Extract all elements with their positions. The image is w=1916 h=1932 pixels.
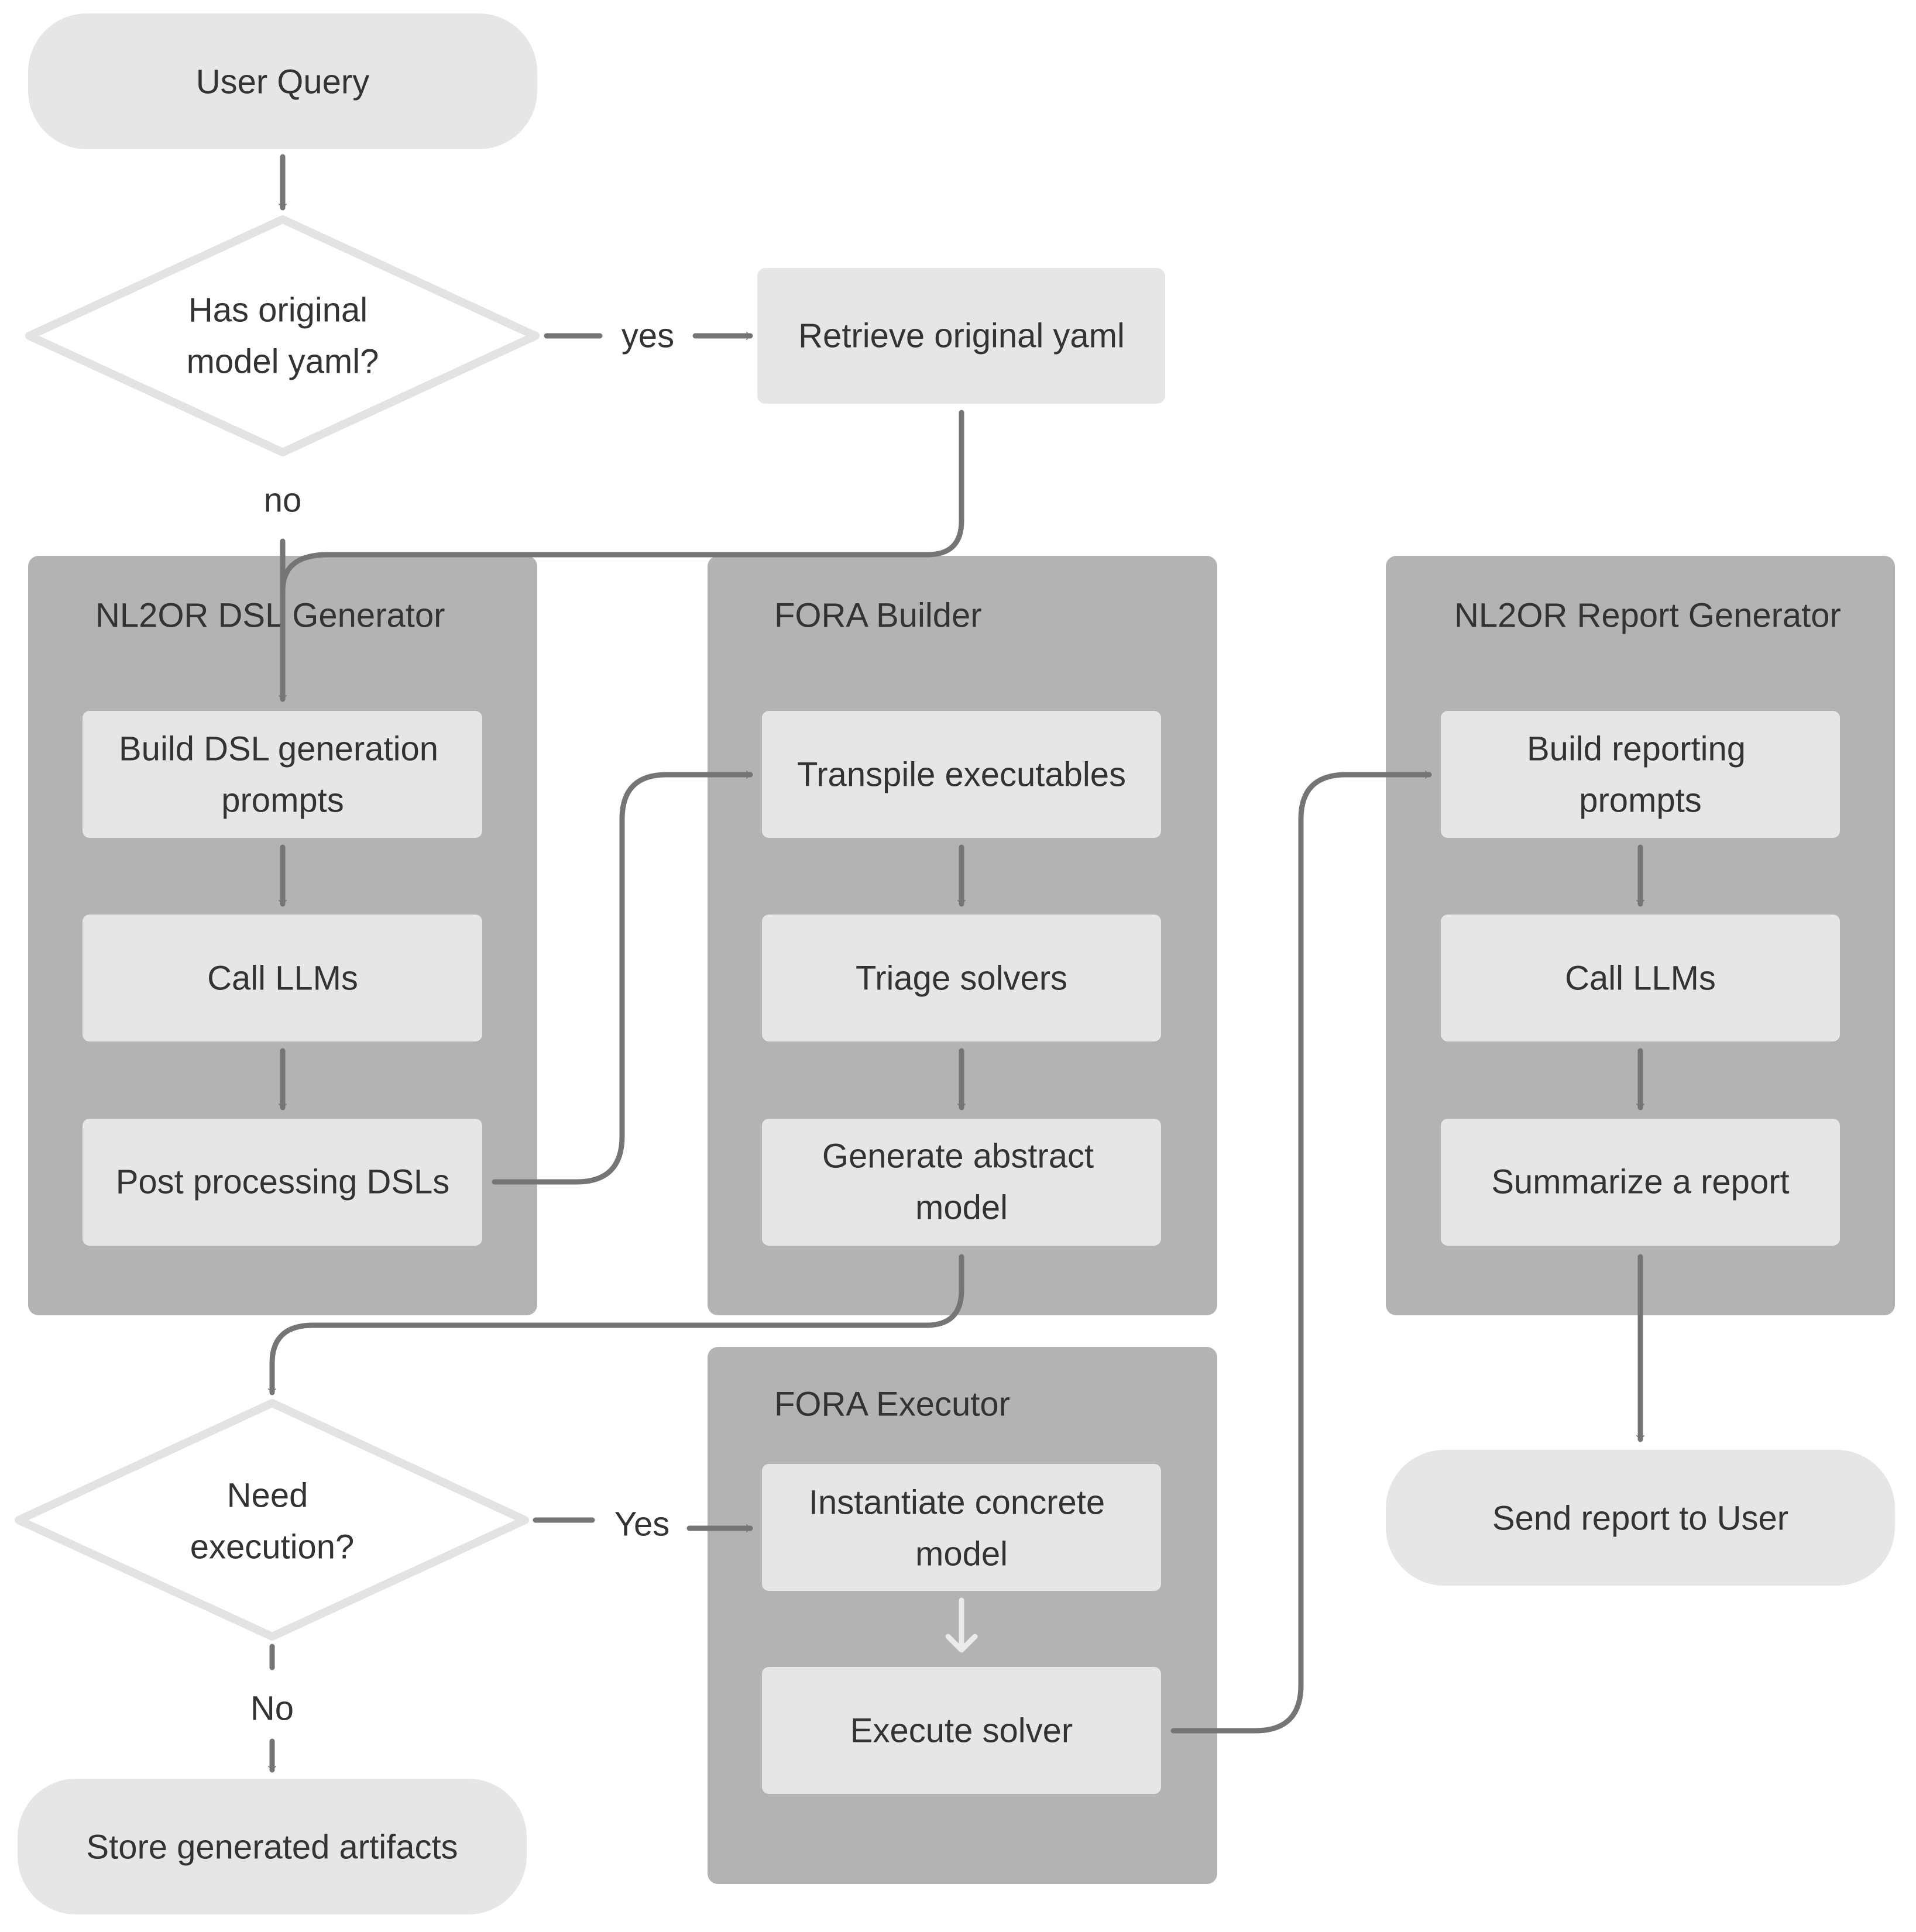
group-title-fora-builder: FORA Builder <box>774 597 982 635</box>
edge-label-No: No <box>250 1690 294 1728</box>
node-summarize-label: Summarize a report <box>1491 1163 1789 1201</box>
node-call-llms-report <box>1441 915 1840 1041</box>
node-instantiate-line2: model <box>915 1535 1008 1573</box>
node-execute-solver-label: Execute solver <box>850 1712 1073 1750</box>
node-user-query <box>28 13 537 149</box>
node-post-processing <box>83 1119 482 1246</box>
node-transpile <box>762 711 1161 838</box>
node-build-dsl-prompts-line1: Build DSL generation <box>119 730 438 768</box>
node-build-report-prompts <box>1441 711 1840 838</box>
node-call-llms-dsl-label: Call LLMs <box>207 960 358 998</box>
edge-post-to-transpile <box>492 775 753 1185</box>
decision-has-yaml-line1: Has original <box>188 291 368 329</box>
node-build-report-prompts-line2: prompts <box>1579 782 1702 820</box>
node-retrieve-yaml <box>757 268 1165 404</box>
edge-generate-to-decision <box>272 1254 964 1395</box>
edge-label-Yes: Yes <box>614 1505 670 1543</box>
edge-label-no: no <box>264 482 302 520</box>
node-execute-solver <box>762 1667 1161 1794</box>
decision-has-yaml-line2: model yaml? <box>187 343 379 381</box>
node-instantiate-line1: Instantiate concrete <box>809 1484 1105 1522</box>
node-generate-abstract-line1: Generate abstract <box>822 1137 1094 1175</box>
decision-need-execution <box>15 1399 529 1641</box>
group-title-report-generator: NL2OR Report Generator <box>1454 597 1841 635</box>
node-post-processing-label: Post processing DSLs <box>116 1163 450 1201</box>
decision-need-execution-line1: Need <box>227 1477 308 1515</box>
decision-has-yaml <box>25 215 540 456</box>
node-user-query-label: User Query <box>196 63 370 101</box>
node-triage <box>762 915 1161 1041</box>
node-generate-abstract-line2: model <box>915 1189 1008 1227</box>
node-build-report-prompts-line1: Build reporting <box>1527 730 1746 768</box>
node-call-llms-dsl <box>83 915 482 1041</box>
node-transpile-label: Transpile executables <box>797 756 1126 794</box>
node-generate-abstract <box>762 1119 1161 1246</box>
group-title-fora-executor: FORA Executor <box>774 1386 1010 1424</box>
edge-label-yes: yes <box>622 317 674 355</box>
node-store-artifacts <box>18 1779 527 1914</box>
node-build-dsl-prompts-line2: prompts <box>221 782 344 820</box>
node-send-report-label: Send report to User <box>1492 1500 1788 1538</box>
group-title-dsl-generator: NL2OR DSL Generator <box>95 597 445 635</box>
node-retrieve-yaml-label: Retrieve original yaml <box>798 317 1125 355</box>
decision-need-execution-line2: execution? <box>190 1528 355 1566</box>
edge-execute-to-report <box>1170 775 1432 1734</box>
node-call-llms-report-label: Call LLMs <box>1565 960 1716 998</box>
node-summarize <box>1441 1119 1840 1246</box>
node-triage-label: Triage solvers <box>856 960 1067 998</box>
node-store-artifacts-label: Store generated artifacts <box>86 1828 458 1866</box>
node-send-report <box>1386 1450 1895 1586</box>
node-instantiate <box>762 1464 1161 1591</box>
node-build-dsl-prompts <box>83 711 482 838</box>
edge-instantiate-to-execute <box>945 1597 978 1653</box>
edge-retrieve-to-dsl <box>280 410 964 594</box>
